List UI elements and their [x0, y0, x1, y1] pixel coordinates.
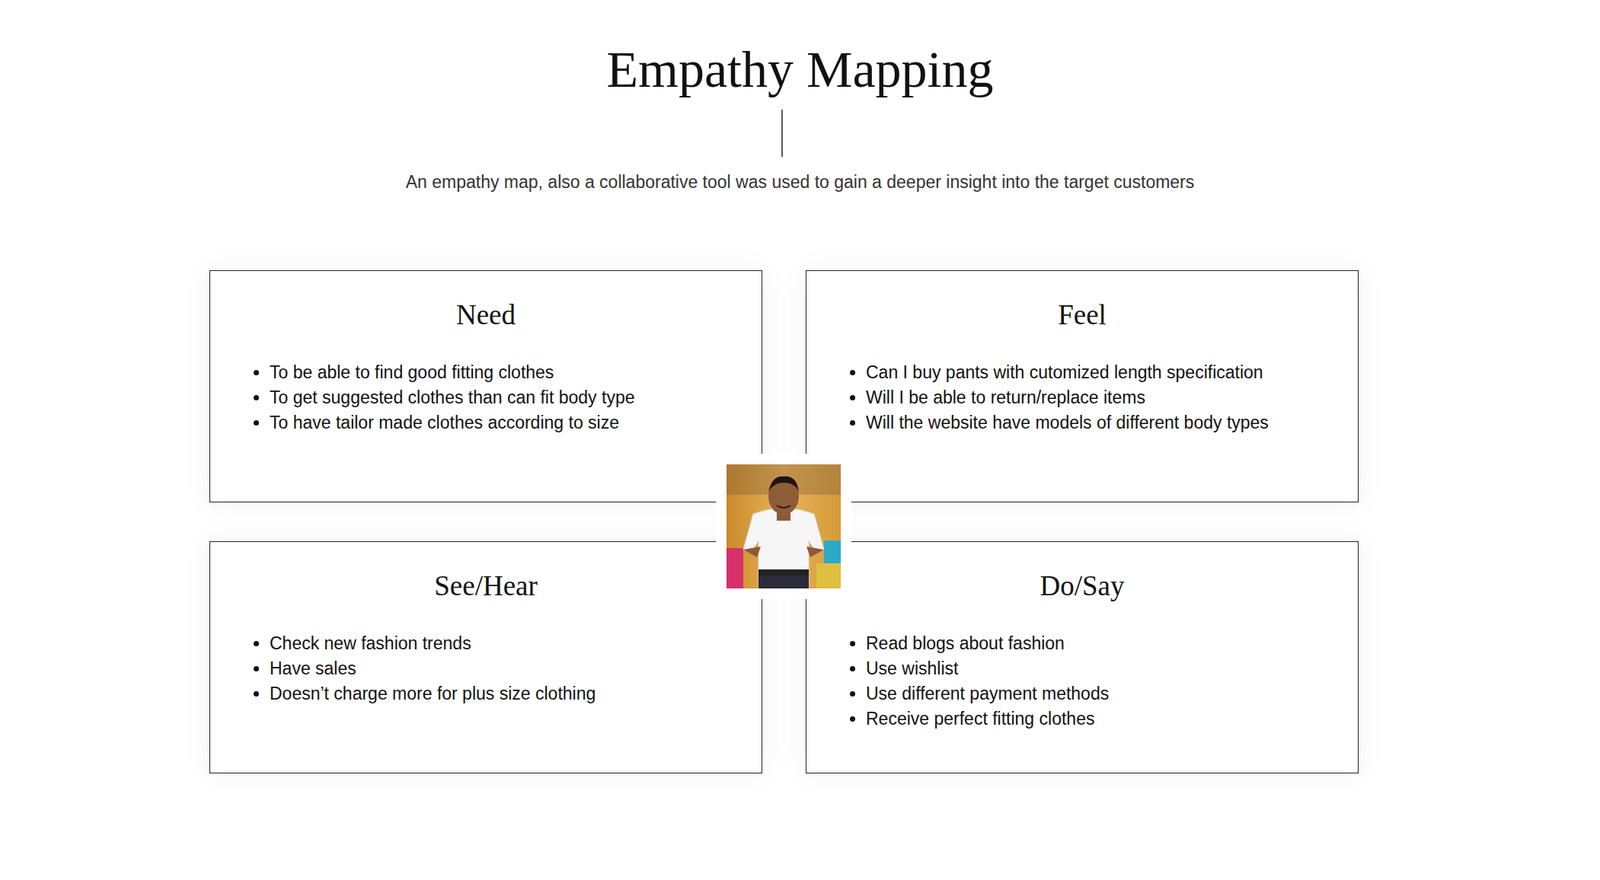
- quadrant-heading: Do/Say: [806, 569, 1358, 603]
- quadrant-heading: Need: [210, 298, 762, 332]
- divider-line: [0, 0, 1600, 229]
- bullet-item: Use wishlist: [865, 656, 1343, 682]
- quadrant-heading: See/Hear: [210, 569, 762, 603]
- bullet-item: Will the website have models of differen…: [865, 410, 1343, 436]
- quadrant-box: Do/SayRead blogs about fashionUse wishli…: [805, 541, 1359, 774]
- bullet-item: To have tailor made clothes according to…: [269, 410, 747, 436]
- diagram-caption: An empathy map, also a collaborative too…: [0, 172, 1600, 193]
- bullet-list: Read blogs about fashionUse wishlistUse …: [806, 631, 1358, 732]
- quadrant-heading: Feel: [806, 298, 1358, 332]
- bullet-item: To get suggested clothes than can fit bo…: [269, 385, 747, 411]
- bullet-item: Can I buy pants with cutomized length sp…: [865, 360, 1343, 386]
- bullet-item: Read blogs about fashion: [865, 631, 1343, 657]
- bullet-item: Will I be able to return/replace items: [865, 385, 1343, 411]
- bullet-item: Doesn’t charge more for plus size clothi…: [269, 681, 747, 707]
- quadrant-box: FeelCan I buy pants with cutomized lengt…: [805, 270, 1359, 503]
- divider-line: [781, 109, 783, 157]
- bullet-list: Can I buy pants with cutomized length sp…: [806, 360, 1358, 436]
- bullet-item: Have sales: [269, 656, 747, 682]
- quadrant-box: See/HearCheck new fashion trendsHave sal…: [209, 541, 763, 774]
- quadrant-box: Need To be able to find good fitting clot…: [209, 270, 763, 503]
- bullet-list: Check new fashion trendsHave salesDoesn’…: [210, 631, 762, 707]
- persona-photo: [715, 453, 852, 600]
- bullet-item: Check new fashion trends: [269, 631, 747, 657]
- bullet-item: Use different payment methods: [865, 681, 1343, 707]
- bullet-item: Receive perfect fitting clothes: [865, 706, 1343, 732]
- persona-illustration: [726, 464, 841, 589]
- diagram-title: Empathy Mapping: [0, 39, 1600, 100]
- bullet-list: To be able to find good fitting clothesT…: [210, 360, 762, 436]
- bullet-item: To be able to find good fitting clothes: [269, 360, 747, 386]
